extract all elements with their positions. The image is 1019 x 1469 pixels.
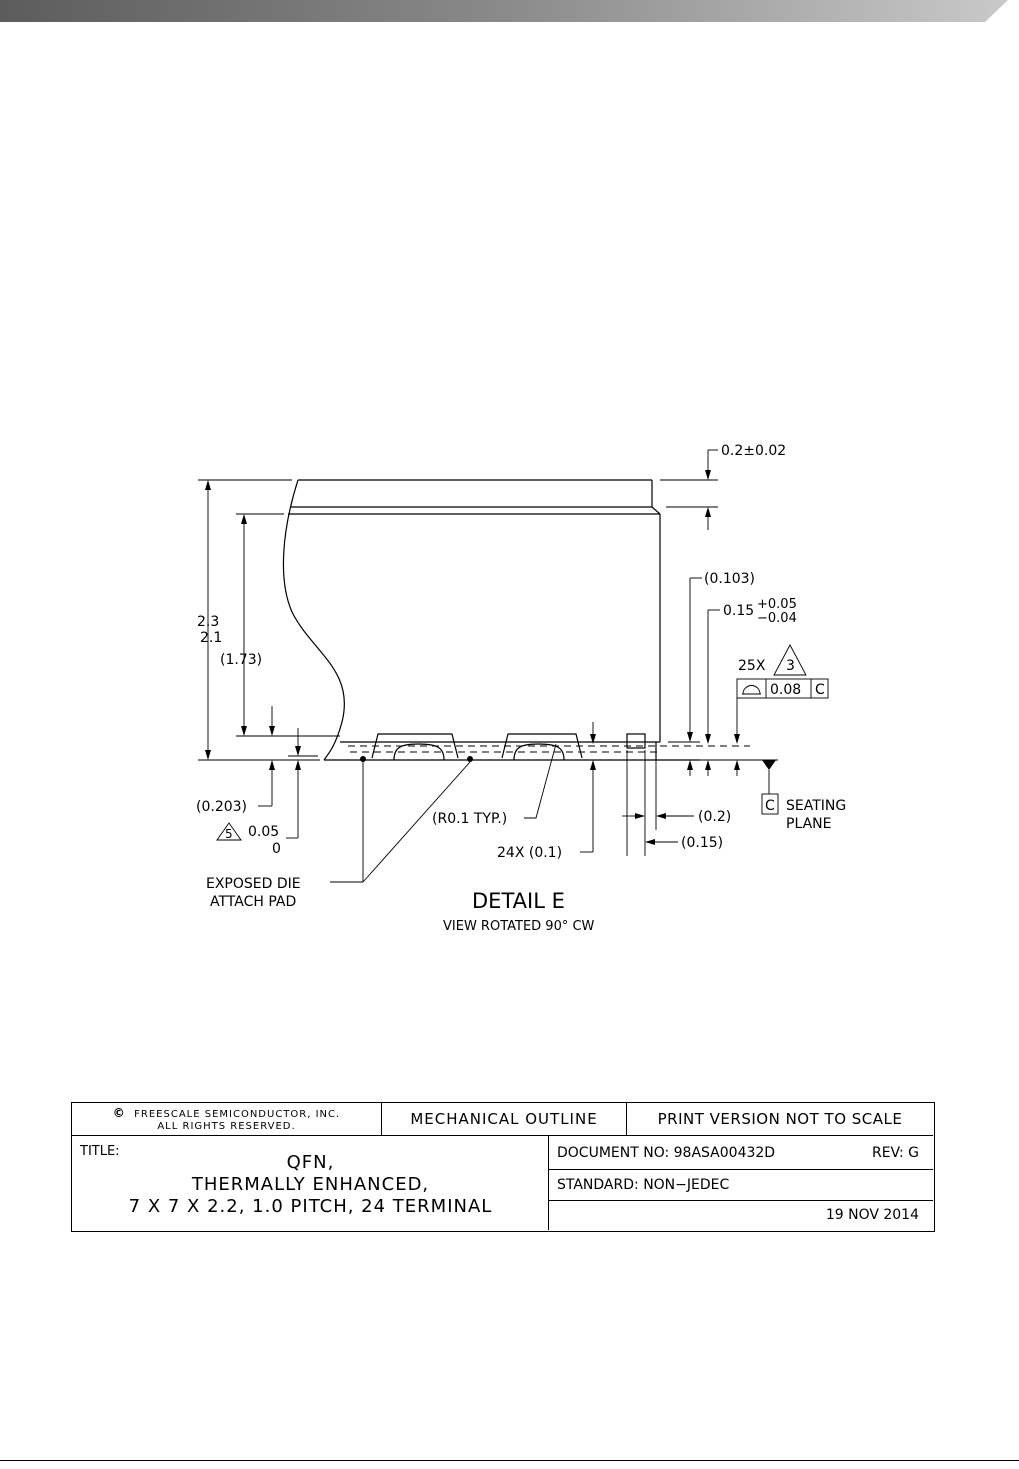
lead-thickness-label: 0.15	[723, 603, 754, 619]
left-dimensions	[198, 479, 340, 841]
ref-0103-label: (0.103)	[704, 571, 755, 587]
title-line-3: 7 X 7 X 2.2, 1.0 PITCH, 24 TERMINAL	[128, 1196, 493, 1217]
copyright-line2: ALL RIGHTS RESERVED.	[157, 1121, 296, 1132]
exposed-pad-line2: ATTACH PAD	[210, 894, 296, 910]
standoff-max-label: 0.05	[248, 824, 279, 840]
copyright-cell: © FREESCALE SEMICONDUCTOR, INC. ALL RIGH…	[72, 1103, 382, 1136]
footer-rule	[0, 1460, 1019, 1461]
date-label: 19 NOV 2014	[825, 1207, 919, 1223]
seating-plane-line2: PLANE	[786, 816, 831, 832]
standard-label: STANDARD: NON−JEDEC	[549, 1170, 933, 1201]
datum-c-label: C	[815, 682, 825, 698]
flag-5-label: 5	[225, 827, 233, 841]
document-number-cell: DOCUMENT NO: 98ASA00432D REV: G	[549, 1136, 933, 1170]
overall-height-min-label: 2.1	[200, 630, 222, 646]
count-24x-label: 24X (0.1)	[497, 845, 562, 861]
thickness-label: 0.2±0.02	[721, 443, 786, 459]
radius-note-label: (R0.1 TYP.)	[432, 811, 507, 827]
header-band	[0, 0, 1008, 22]
body-height-label: (1.73)	[220, 652, 262, 668]
seating-datum-c: C	[765, 798, 775, 814]
ref-02-label: (0.2)	[698, 809, 731, 825]
ref-015-label: (0.15)	[681, 835, 723, 851]
lead-thickness-minus: −0.04	[757, 611, 797, 626]
detail-title: DETAIL E	[472, 889, 565, 913]
copyright-symbol: ©	[112, 1106, 126, 1120]
title-label: TITLE:	[80, 1144, 120, 1159]
lead-dimensions	[330, 722, 694, 883]
exposed-pad-line1: EXPOSED DIE	[206, 876, 301, 892]
lead-thickness-plus: +0.05	[757, 597, 797, 612]
copyright-line1: FREESCALE SEMICONDUCTOR, INC.	[134, 1109, 341, 1120]
ref-0203-label: (0.203)	[196, 799, 247, 815]
title-line-2: THERMALLY ENHANCED,	[191, 1174, 430, 1195]
outline-label: MECHANICAL OUTLINE	[382, 1103, 627, 1136]
count-25x-label: 25X	[738, 658, 766, 674]
document-number: DOCUMENT NO: 98ASA00432D	[557, 1145, 776, 1161]
seating-plane-line1: SEATING	[786, 798, 846, 814]
title-line-1: QFN,	[286, 1152, 335, 1173]
bottom-leads	[324, 733, 750, 762]
tolerance-value: 0.08	[770, 682, 801, 698]
flag-3-label: 3	[786, 658, 795, 674]
overall-height-max-label: 2.3	[197, 614, 219, 630]
standoff-min-label: 0	[272, 841, 281, 857]
revision: REV: G	[871, 1145, 919, 1161]
package-body	[282, 479, 661, 761]
title-cell: TITLE: QFN, THERMALLY ENHANCED, 7 X 7 X …	[72, 1136, 549, 1230]
scale-note: PRINT VERSION NOT TO SCALE	[627, 1103, 933, 1136]
detail-subtitle: VIEW ROTATED 90° CW	[443, 919, 595, 934]
right-dimensions	[660, 449, 829, 815]
title-block: © FREESCALE SEMICONDUCTOR, INC. ALL RIGH…	[71, 1102, 935, 1232]
